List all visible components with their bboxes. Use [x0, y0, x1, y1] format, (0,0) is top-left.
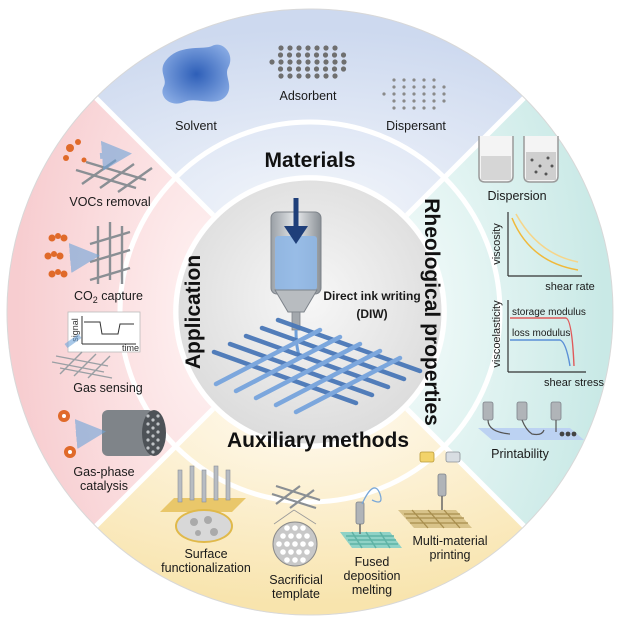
time-label: time [122, 343, 139, 353]
beaker-icon [478, 136, 514, 183]
printed-lattice-icon [211, 317, 423, 415]
materials-content: Solvent Adsorbent Dispersant [162, 44, 446, 133]
surface-functionalization-icon [160, 465, 246, 543]
section-title-materials: Materials [264, 149, 355, 172]
co2-label: CO2 capture [74, 289, 143, 305]
center-disc: Direct ink writing (DIW) [173, 175, 447, 449]
vocs-removal-icon [63, 139, 153, 193]
auxiliary-content: Surface functionalization Sacrificial te… [160, 451, 488, 601]
dispersion-label: Dispersion [487, 189, 546, 203]
fdm-label-line1: Fused [355, 555, 390, 569]
viscosity-ylabel: viscosity [491, 223, 503, 265]
catalysis-label-line2: catalysis [80, 479, 128, 493]
viscosity-plot: viscosity shear rate [491, 212, 595, 293]
gas-sensing-label: Gas sensing [73, 381, 143, 395]
dispersant-dots-icon [382, 78, 446, 110]
center-title-line1: Direct ink writing [323, 289, 420, 303]
adsorbent-label: Adsorbent [280, 89, 338, 103]
fdm-label-line2: deposition [344, 569, 401, 583]
surface-label-line1: Surface [184, 547, 227, 561]
viscoelasticity-plot: viscoelasticity storage modulus loss mod… [491, 300, 604, 389]
printability-label: Printability [491, 447, 549, 461]
viscoelasticity-xlabel: shear stress [544, 377, 604, 389]
multi-label-line2: printing [430, 548, 471, 562]
printability-icon [478, 401, 584, 440]
storage-modulus-label: storage modulus [512, 307, 586, 318]
fdm-icon [340, 487, 402, 549]
multi-label-line1: Multi-material [412, 534, 487, 548]
sacrificial-template-icon [271, 484, 321, 567]
adsorbent-dots-icon [269, 45, 347, 79]
catalysis-icon [58, 410, 166, 458]
section-title-application: Application [182, 255, 205, 369]
multi-material-icon [398, 451, 472, 529]
solvent-label: Solvent [175, 119, 217, 133]
vocs-label: VOCs removal [69, 195, 150, 209]
catalysis-label-line1: Gas-phase [73, 465, 134, 479]
center-title-line2: (DIW) [356, 307, 387, 321]
viscoelasticity-ylabel: viscoelasticity [491, 300, 503, 368]
application-content: VOCs removal CO2 capture signal time [44, 139, 166, 493]
solvent-blob-icon [162, 44, 231, 104]
beaker-dispersed-icon [523, 136, 559, 183]
auxiliary-quadrant [95, 408, 525, 616]
sacrificial-label-line2: template [272, 587, 320, 601]
fdm-label-line3: melting [352, 583, 392, 597]
signal-label: signal [70, 318, 80, 342]
dispersant-label: Dispersant [386, 119, 446, 133]
loss-modulus-label: loss modulus [512, 328, 570, 339]
viscosity-xlabel: shear rate [545, 281, 595, 293]
surface-label-line2: functionalization [161, 561, 251, 575]
section-title-rheological: Rheological properties [420, 198, 443, 426]
rheology-content: Dispersion viscosity shear rate viscoela… [478, 136, 604, 461]
sacrificial-label-line1: Sacrificial [269, 573, 323, 587]
gas-sensing-icon: signal time [51, 311, 141, 379]
rheological-quadrant [406, 97, 614, 527]
co2-capture-icon [44, 222, 131, 284]
section-title-auxiliary: Auxiliary methods [227, 429, 409, 452]
